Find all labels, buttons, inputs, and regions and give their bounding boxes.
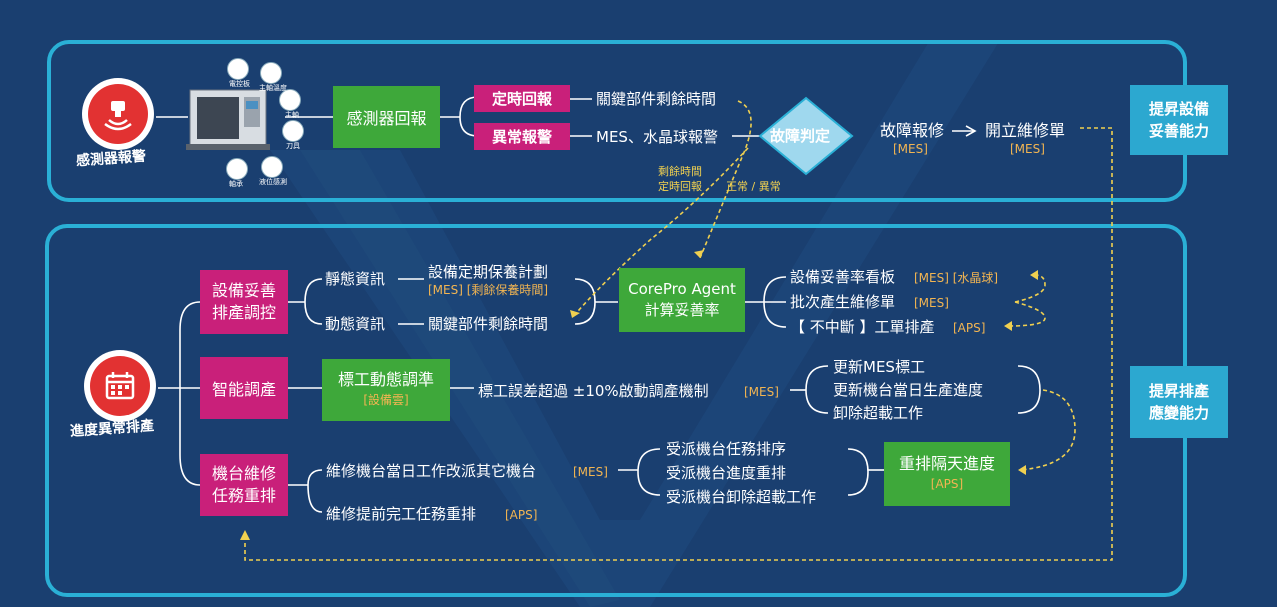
part-label-5: 軸承 <box>229 180 243 188</box>
fault-judge-label: 故障判定 <box>770 127 831 145</box>
smart-adjust-box: 智能調產 <box>200 357 288 419</box>
part-label-6: 液位感測 <box>259 178 287 186</box>
yellow-note-status: 正常 / 異常 <box>726 180 781 193</box>
repair-order-text: 開立維修單 <box>985 121 1066 140</box>
sensor-report-box: 感測器回報 <box>333 86 440 148</box>
dynamic-info-text: 動態資訊 <box>325 315 386 333</box>
standard-time-text: 標工誤差超過 ±10%啟動調產機制 <box>478 382 709 400</box>
batch-repair-order-text: 批次產生維修單 <box>790 293 896 311</box>
standard-time-box: 標工動態調準 [設備雲] <box>322 359 450 421</box>
part-label-2: 主軸溫度 <box>259 84 287 92</box>
pm-plan-text: 設備定期保養計劃 <box>428 263 549 281</box>
uninterrupted-scheduling-tag: [APS] <box>953 321 986 335</box>
part-label-4: 刀具 <box>286 142 300 150</box>
pm-plan-tag: [MES] [剩餘保養時間] <box>428 283 549 297</box>
part-icon-3 <box>279 89 301 111</box>
corepro-agent-box: CorePro Agent 計算妥善率 <box>619 268 745 332</box>
yellow-note-timed: 定時回報 <box>658 180 702 193</box>
remove-overload-text: 卸除超載工作 <box>833 404 924 422</box>
repair-order-tag: [MES] <box>1010 142 1045 156</box>
batch-repair-order-tag: [MES] <box>914 296 949 310</box>
receiver-overload-text: 受派機台卸除超載工作 <box>666 488 817 506</box>
calendar-icon <box>105 372 135 400</box>
sensor-alarm-icon <box>104 101 132 131</box>
repair-reschedule-box: 機台維修 任務重排 <box>200 454 288 516</box>
yellow-note-remaining: 剩餘時間 <box>658 165 702 178</box>
key-parts-text: 關鍵部件剩餘時間 <box>428 315 549 333</box>
part-icon-5 <box>226 158 248 180</box>
abnormal-alarm-text: MES、水晶球報警 <box>596 128 718 146</box>
standard-time-tag: [MES] <box>744 385 779 399</box>
receiver-progress-text: 受派機台進度重排 <box>666 464 787 482</box>
part-icon-1 <box>227 58 249 80</box>
schedule-alert-icon-circle <box>84 350 156 422</box>
reschedule-next-day-box: 重排隔天進度 [APS] <box>884 442 1010 506</box>
update-progress-text: 更新機台當日生產進度 <box>833 381 984 399</box>
static-info-text: 靜態資訊 <box>325 270 386 288</box>
top-side-label: 提昇設備 妥善能力 <box>1130 85 1228 155</box>
sensor-alarm-icon-circle <box>82 78 154 150</box>
update-mes-text: 更新MES標工 <box>833 358 925 376</box>
part-label-3: 主軸 <box>285 111 299 119</box>
fault-report-tag: [MES] <box>893 142 928 156</box>
receiver-sort-text: 受派機台任務排序 <box>666 440 787 458</box>
abnormal-alarm-box: 異常報警 <box>474 123 570 150</box>
equipment-scheduling-box: 設備妥善 排產調控 <box>200 270 288 334</box>
timed-report-box: 定時回報 <box>474 85 570 112</box>
early-done-tag: [APS] <box>505 508 538 522</box>
part-icon-6 <box>261 156 283 178</box>
reassign-text: 維修機台當日工作改派其它機台 <box>326 462 537 480</box>
early-done-text: 維修提前完工任務重排 <box>326 505 477 523</box>
uninterrupted-scheduling-text: 【 不中斷 】工單排產 <box>790 318 935 336</box>
fault-report-text: 故障報修 <box>880 121 945 140</box>
part-label-1: 電控板 <box>229 80 250 88</box>
availability-dashboard-tag: [MES] [水晶球] <box>914 271 999 285</box>
availability-dashboard-text: 設備妥善率看板 <box>790 268 896 286</box>
reassign-tag: [MES] <box>573 465 608 479</box>
bottom-side-label: 提昇排產 應變能力 <box>1130 366 1228 438</box>
part-icon-4 <box>282 120 304 142</box>
timed-report-text: 關鍵部件剩餘時間 <box>596 90 717 108</box>
part-icon-2 <box>260 62 282 84</box>
